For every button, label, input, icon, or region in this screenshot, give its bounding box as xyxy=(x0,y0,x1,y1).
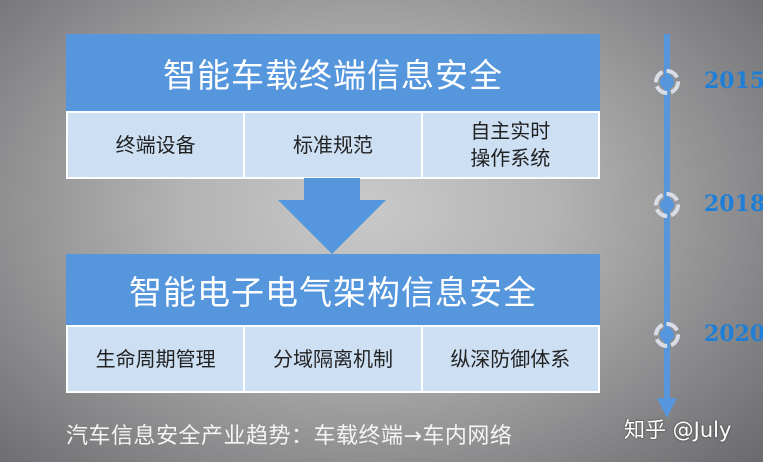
cell-label: 生命周期管理 xyxy=(95,346,216,371)
top-cells: 终端设备 标准规范 自主实时 操作系统 xyxy=(66,111,600,179)
caption: 汽车信息安全产业趋势：车载终端→车内网络 xyxy=(66,424,513,449)
bottom-cell-defense-in-depth: 纵深防御体系 xyxy=(422,327,598,391)
timeline xyxy=(654,34,680,418)
cell-label-line2: 操作系统 xyxy=(470,146,551,170)
bottom-cell-lifecycle: 生命周期管理 xyxy=(68,327,244,391)
year-2015: 2015 xyxy=(704,68,763,94)
timeline-node-2020 xyxy=(654,322,680,348)
timeline-line xyxy=(664,34,670,404)
down-arrow-icon xyxy=(278,178,386,254)
timeline-node-2018 xyxy=(654,192,680,218)
watermark: 知乎 @July xyxy=(624,418,732,442)
top-banner-title: 智能车载终端信息安全 xyxy=(66,34,600,111)
cell-label-line1: 自主实时 xyxy=(470,119,551,143)
bottom-cells: 生命周期管理 分域隔离机制 纵深防御体系 xyxy=(66,325,600,393)
top-cell-terminal-devices: 终端设备 xyxy=(68,113,244,177)
cell-label: 标准规范 xyxy=(292,132,373,157)
cell-label: 纵深防御体系 xyxy=(450,346,571,371)
cell-label: 分域隔离机制 xyxy=(272,346,393,371)
timeline-arrow-icon xyxy=(657,398,677,418)
year-2020: 2020 xyxy=(704,321,763,347)
top-cell-rtos: 自主实时 操作系统 xyxy=(422,113,598,177)
year-2018: 2018 xyxy=(704,191,763,217)
cell-label: 终端设备 xyxy=(115,132,196,157)
timeline-node-2015 xyxy=(654,69,680,95)
top-cell-standards: 标准规范 xyxy=(245,113,421,177)
bottom-cell-domain-isolation: 分域隔离机制 xyxy=(245,327,421,391)
bottom-banner-title: 智能电子电气架构信息安全 xyxy=(66,254,600,325)
